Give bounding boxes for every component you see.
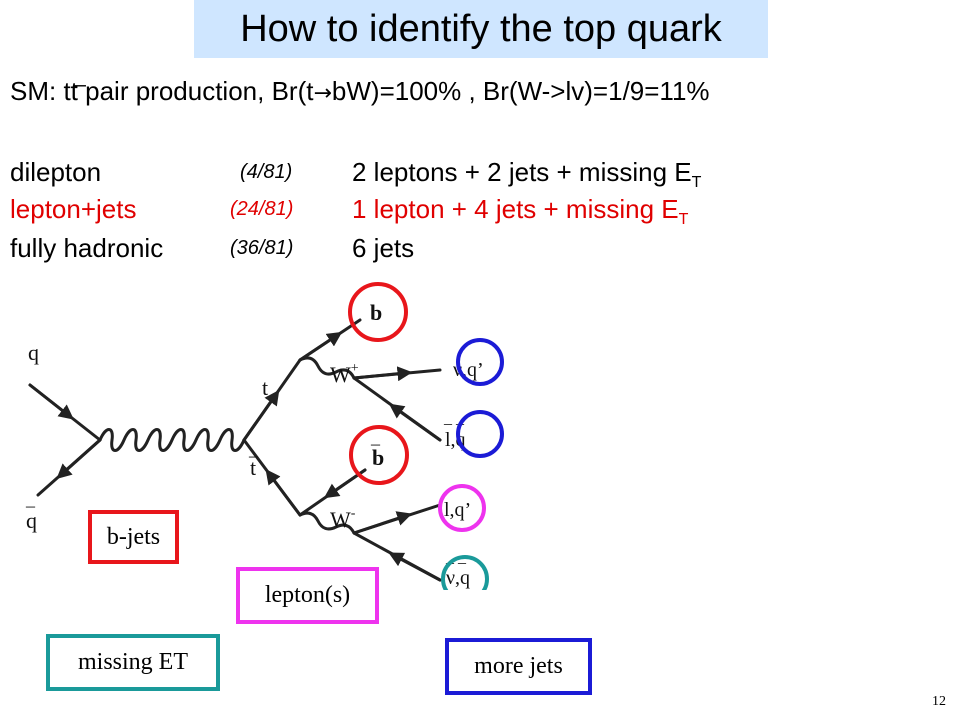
channel-name: fully hadronic xyxy=(10,233,164,263)
sm-prefix: SM: xyxy=(10,76,64,106)
w-minus-line xyxy=(298,511,356,535)
top-arrow xyxy=(242,389,280,442)
tbar-overline: _ xyxy=(73,62,86,87)
arrow-glyph: → xyxy=(313,81,332,106)
tbar-overline-mark: _ xyxy=(248,439,259,459)
label-w-plus: W+ xyxy=(330,361,359,387)
antiquark-arrow xyxy=(56,438,102,480)
qbar-overline: _ xyxy=(25,489,36,509)
label-out-3: l,q’ xyxy=(444,499,471,521)
legend-leptons: lepton(s) xyxy=(236,567,379,624)
channel-fraction: (36/81) xyxy=(230,237,294,259)
feynman-diagram: q q _ t t _ b b _ W+ W- ν,q’ l,q _ _ l,q… xyxy=(25,282,504,590)
sm-rest: pair production, Br(t xyxy=(77,76,314,106)
neutrino-highlight-circle xyxy=(441,555,489,590)
label-out-4: ν,q xyxy=(446,567,470,589)
legend-bjets: b-jets xyxy=(88,510,179,564)
jet-highlight-circle-2 xyxy=(456,410,504,458)
slide-title: How to identify the top quark xyxy=(240,7,722,50)
channel-fraction: (4/81) xyxy=(240,161,293,183)
b-arrow xyxy=(298,331,343,362)
legend-more-jets: more jets xyxy=(445,638,592,695)
jet-highlight-circle-1 xyxy=(456,338,504,386)
channel-fraction: (24/81) xyxy=(230,198,294,220)
label-t: t xyxy=(262,375,268,400)
lepton-highlight-circle xyxy=(438,484,486,532)
channel-signature: 6 jets xyxy=(352,233,415,263)
label-qbar-in: q xyxy=(26,508,37,533)
bjet-highlight-circle-bottom xyxy=(349,425,409,485)
sm-rest2: bW)=100% , Br(W->lv)=1/9=11% xyxy=(331,76,710,106)
label-b-bottom: b xyxy=(372,445,384,470)
bjet-highlight-circle-top xyxy=(348,282,408,342)
title-banner: How to identify the top quark xyxy=(194,0,768,58)
sm-production-line: SM: tt_ pair production, Br(t→bW)=100% ,… xyxy=(10,62,710,107)
channel-signature: 1 lepton + 4 jets + missing ET xyxy=(352,194,689,229)
label-tbar: t xyxy=(250,455,256,480)
label-b-top: b xyxy=(370,300,382,325)
antitop-arrow xyxy=(265,469,302,517)
page-number: 12 xyxy=(932,694,946,709)
label-w-minus: W- xyxy=(330,506,356,532)
w-plus-line xyxy=(298,356,356,380)
channel-name: lepton+jets xyxy=(10,194,137,224)
gluon-line xyxy=(98,428,246,452)
channel-name: dilepton xyxy=(10,157,102,187)
label-q-in: q xyxy=(28,340,39,365)
channel-signature: 2 leptons + 2 jets + missing ET xyxy=(352,157,702,192)
legend-missing-et: missing ET xyxy=(46,634,220,691)
bbar-overline-mark: _ xyxy=(370,427,381,447)
tt-symbol: tt_ xyxy=(63,62,86,106)
quark-arrow xyxy=(28,383,74,420)
